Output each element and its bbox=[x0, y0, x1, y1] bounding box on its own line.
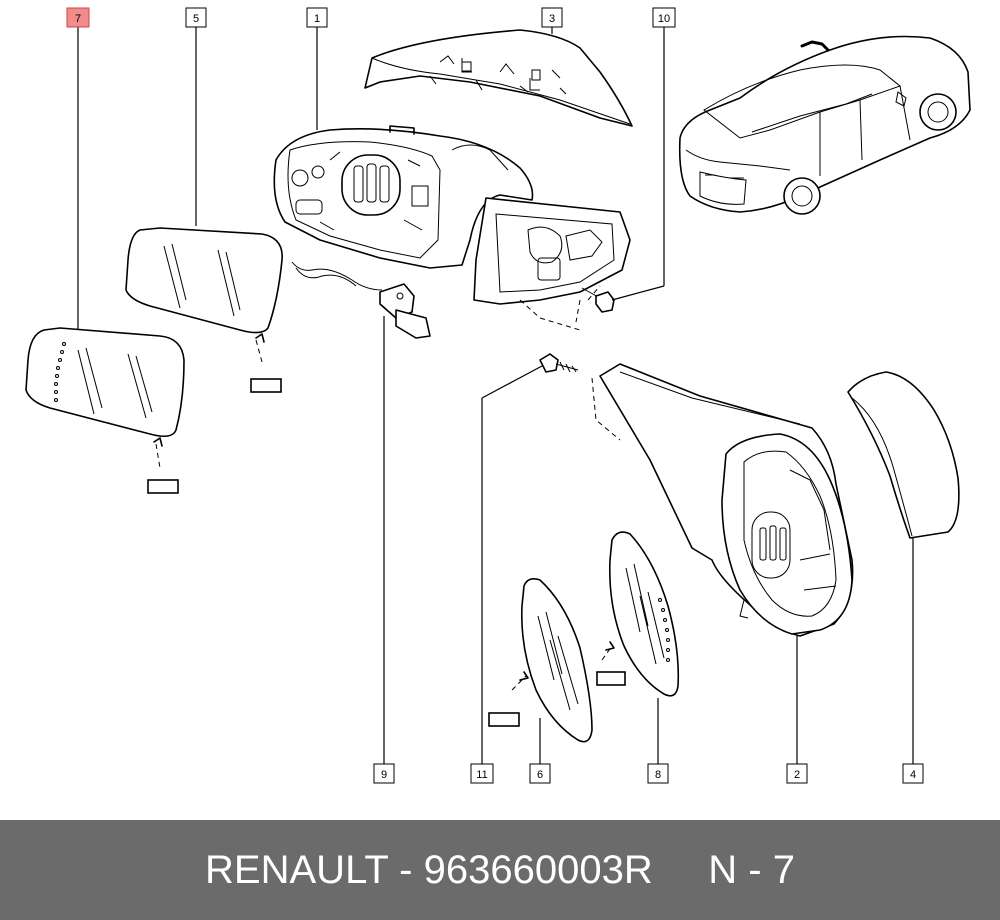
part-4-cover-cap-drawing bbox=[847, 371, 960, 539]
part-1-mirror-housing-drawing bbox=[273, 125, 534, 269]
callout-3[interactable]: 3 bbox=[541, 7, 563, 28]
callout-label: 7 bbox=[75, 13, 81, 25]
part-9-cable-connector-drawing bbox=[291, 261, 431, 339]
callout-10[interactable]: 10 bbox=[652, 7, 676, 28]
part-8-mirror-glass-drawing bbox=[596, 531, 680, 697]
callout-1[interactable]: 1 bbox=[306, 7, 328, 28]
callout-label: 8 bbox=[655, 769, 661, 781]
callout-label: 9 bbox=[381, 769, 387, 781]
part-2-mirror-body-drawing bbox=[599, 363, 854, 637]
callout-8[interactable]: 8 bbox=[647, 763, 669, 784]
callout-label: 4 bbox=[910, 769, 916, 781]
part-7-mirror-glass-drawing bbox=[25, 327, 185, 494]
callout-label: 10 bbox=[658, 13, 670, 25]
exploded-mirror-diagram: 7 5 1 3 10 9 11 6 bbox=[25, 7, 971, 784]
callout-4[interactable]: 4 bbox=[902, 763, 924, 784]
part-5-mirror-glass-drawing bbox=[125, 227, 283, 393]
part-number-caption: RENAULT - 963660003R N - 7 bbox=[205, 848, 795, 892]
callout-2[interactable]: 2 bbox=[786, 763, 808, 784]
car-illustration bbox=[678, 35, 971, 215]
callout-label: 11 bbox=[476, 769, 487, 781]
callout-9[interactable]: 9 bbox=[373, 763, 395, 784]
callout-label: 2 bbox=[794, 769, 800, 781]
callout-5[interactable]: 5 bbox=[185, 7, 207, 28]
callout-label: 5 bbox=[193, 13, 199, 25]
callout-label: 1 bbox=[314, 13, 320, 25]
part-3-upper-cover-drawing bbox=[364, 29, 633, 127]
callout-11[interactable]: 11 bbox=[470, 763, 494, 784]
callout-label: 3 bbox=[549, 13, 555, 25]
footer-bar: RENAULT - 963660003R N - 7 bbox=[0, 820, 1000, 920]
callout-6[interactable]: 6 bbox=[529, 763, 551, 784]
callout-7[interactable]: 7 bbox=[66, 7, 90, 28]
part-11-screw-drawing bbox=[539, 353, 621, 441]
callout-leader-lines bbox=[77, 27, 914, 764]
callout-label: 6 bbox=[537, 769, 543, 781]
part-6-mirror-glass-drawing bbox=[488, 578, 593, 743]
mirror-base-bracket-drawing bbox=[473, 197, 631, 331]
